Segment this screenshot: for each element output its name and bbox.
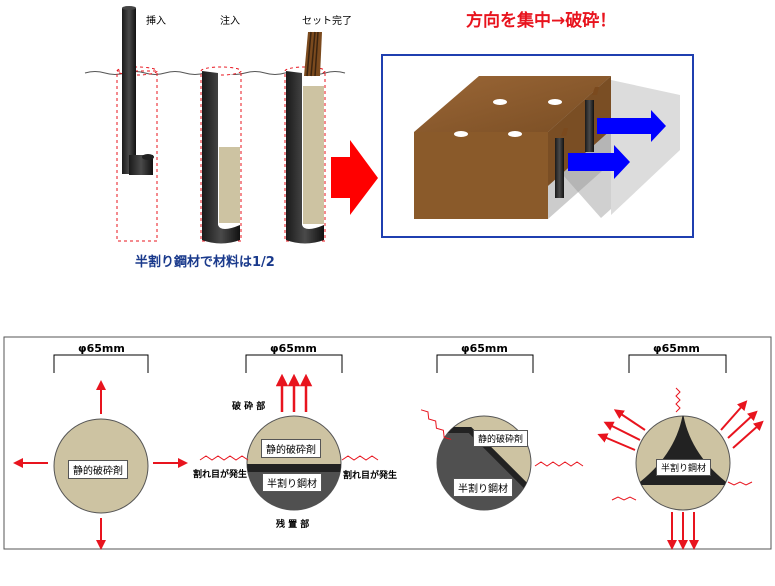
headline: 方向を集中→破砕！ <box>466 11 617 31</box>
steel-label-3: 半割り鋼材 <box>453 478 513 497</box>
force-arrow-upper <box>597 110 666 142</box>
dim-label-4: φ65mm <box>653 342 700 355</box>
concrete-block <box>414 76 680 219</box>
process-arrow <box>331 140 378 215</box>
crush-zone-label: 破 砕 部 <box>232 402 266 412</box>
step-insert-figure <box>116 6 158 242</box>
step-inject-figure <box>200 66 242 244</box>
caption-material-half: 半割り鋼材で材料は1/2 <box>135 255 275 270</box>
crack-label-left: 割れ目が発生 <box>193 470 248 480</box>
agent-label-1: 静的破砕剤 <box>68 460 128 479</box>
step-set-complete-figure <box>284 31 326 244</box>
dimension-lines <box>53 354 727 373</box>
step-label-inject: 注入 <box>220 16 240 27</box>
step-label-insert: 挿入 <box>146 16 166 27</box>
steel-label-4: 半割り鋼材 <box>656 459 712 476</box>
dim-label-3: φ65mm <box>461 342 508 355</box>
remain-zone-label: 残 置 部 <box>276 520 310 530</box>
force-arrow-lower <box>568 145 630 179</box>
agent-label-2: 静的破砕剤 <box>261 439 321 458</box>
dim-label-1: φ65mm <box>78 342 125 355</box>
crack-label-right: 割れ目が発生 <box>343 471 398 481</box>
agent-label-3: 静的破砕剤 <box>473 430 529 447</box>
dim-label-2: φ65mm <box>270 342 317 355</box>
steel-label-2: 半割り鋼材 <box>262 473 322 492</box>
step-label-set-complete: セット完了 <box>302 16 352 27</box>
